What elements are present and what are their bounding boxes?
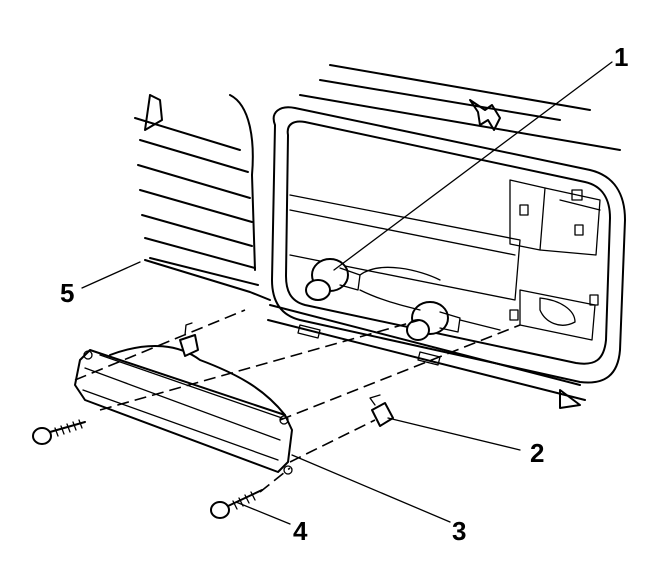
leader-2 [387, 417, 521, 451]
callout-3: 3 [452, 516, 466, 546]
bulb-socket-upper [305, 258, 441, 301]
screw-lower [210, 489, 263, 519]
callout-1: 1 [614, 42, 628, 72]
lens-retainer-clip [179, 322, 199, 357]
leader-3 [291, 454, 451, 523]
headlamp-bezel [271, 64, 626, 384]
leader-lines [81, 61, 613, 525]
lamp-lens [74, 344, 293, 475]
callout-2: 2 [530, 438, 544, 468]
alignment-lines [74, 309, 521, 493]
leader-5 [81, 261, 141, 289]
bezel-clip [469, 99, 501, 131]
leader-1 [333, 61, 613, 271]
bulb-socket-lower [406, 301, 501, 341]
wiring [359, 289, 421, 311]
retainer-nut [369, 394, 394, 427]
callout-5: 5 [60, 278, 74, 308]
bumper-strip [267, 304, 586, 409]
leader-4 [235, 501, 291, 525]
screw-left [32, 419, 86, 445]
grille [134, 94, 271, 301]
callout-4: 4 [293, 516, 308, 546]
